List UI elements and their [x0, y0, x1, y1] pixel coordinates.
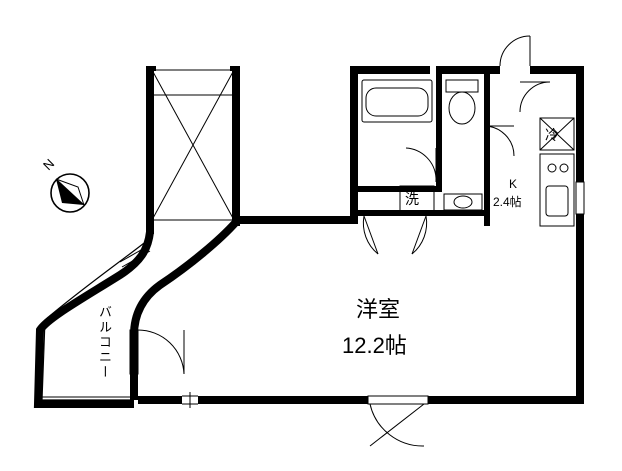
kitchen-size: 2.4帖: [493, 195, 522, 209]
bottom-door: [367, 395, 429, 447]
entrance-door: [499, 35, 531, 67]
bottom-window: [182, 392, 198, 408]
bathtub: [361, 79, 433, 123]
closet-doors: [362, 215, 428, 255]
washer-label: 洗: [405, 191, 419, 207]
washer-box: [399, 185, 435, 213]
washbasin: [443, 193, 483, 211]
kitchen-window: [575, 181, 585, 215]
compass-icon: [50, 173, 90, 213]
kitchen-counter: [539, 153, 575, 227]
toilet-door: [483, 125, 515, 157]
kitchen-name: K: [509, 177, 518, 191]
kitchen-door: [519, 81, 551, 113]
main-room-name: 洋室: [356, 297, 401, 322]
toilet: [445, 79, 479, 125]
fridge-label: 冷: [545, 127, 559, 143]
bath-door: [405, 147, 437, 182]
walls: [33, 66, 584, 408]
balcony-door: [129, 329, 185, 375]
stair-window: [119, 245, 151, 268]
stairwell-void: [151, 69, 235, 221]
fridge: [539, 117, 575, 151]
main-room-size: 12.2帖: [342, 333, 407, 358]
balcony-label: バルコニー: [97, 305, 112, 380]
